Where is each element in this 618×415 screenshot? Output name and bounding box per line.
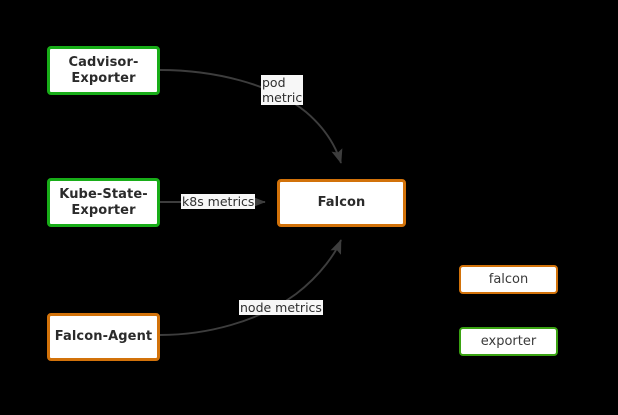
node-falcon-agent[interactable]: Falcon-Agent — [47, 313, 160, 361]
edge-falconagent-to-falcon — [159, 239, 342, 336]
node-cadvisor-exporter-label: Cadvisor- Exporter — [68, 54, 139, 86]
legend-item-falcon-label: falcon — [488, 272, 529, 287]
legend-item-falcon[interactable]: falcon — [459, 265, 558, 294]
node-falcon[interactable]: Falcon — [277, 179, 406, 227]
node-kube-state-exporter[interactable]: Kube-State- Exporter — [47, 178, 160, 227]
legend-item-exporter-label: exporter — [480, 334, 537, 349]
legend-item-exporter[interactable]: exporter — [459, 327, 558, 356]
node-falcon-agent-label: Falcon-Agent — [54, 329, 153, 344]
edge-label-node-metrics: node metrics — [239, 300, 323, 315]
edge-label-pod-metric: pod metric — [261, 75, 304, 105]
node-falcon-label: Falcon — [317, 195, 366, 210]
node-cadvisor-exporter[interactable]: Cadvisor- Exporter — [47, 46, 160, 95]
node-kube-state-exporter-label: Kube-State- Exporter — [59, 186, 148, 218]
edge-cadvisor-to-falcon — [159, 69, 343, 164]
edge-label-k8s-metrics: k8s metrics — [181, 194, 256, 209]
